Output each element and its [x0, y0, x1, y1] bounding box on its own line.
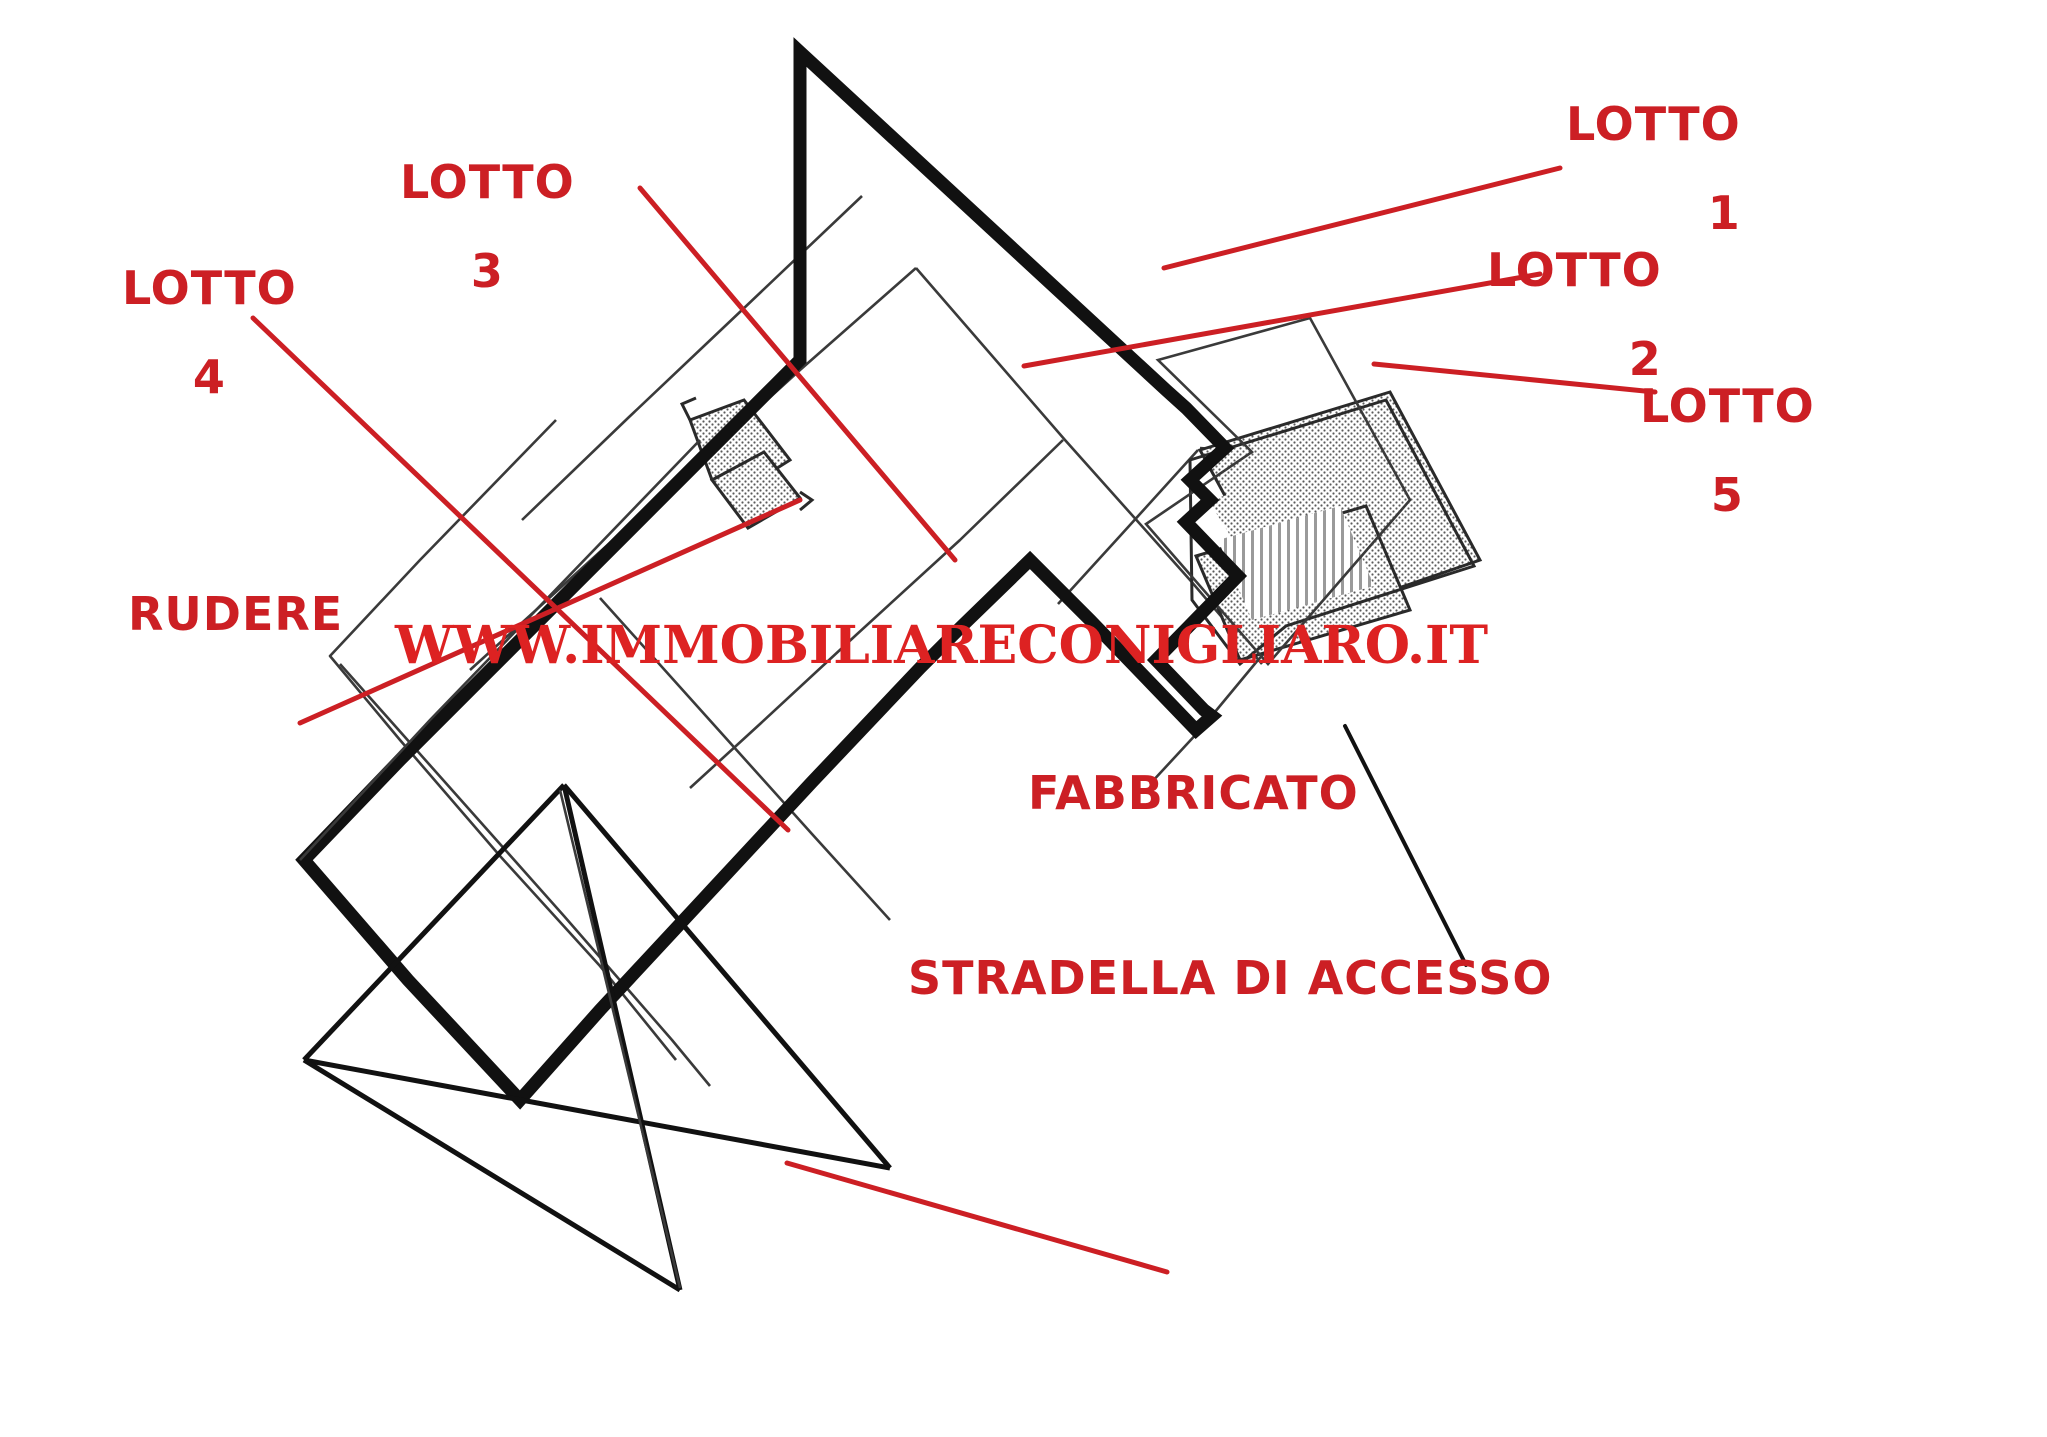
label-lotto-5-number: 5: [1710, 468, 1744, 523]
leader-line-rudere: [297, 497, 803, 726]
label-lotto-3-number: 3: [470, 244, 504, 299]
label-fabbricato-word: FABBRICATO: [1028, 765, 1359, 820]
label-stradella-word: STRADELLA DI ACCESSO: [908, 950, 1553, 1005]
label-rudere-word: RUDERE: [128, 586, 344, 641]
label-lotto-1: LOTTO 1: [1566, 66, 1741, 271]
label-rudere: RUDERE: [128, 556, 343, 671]
label-lotto-3-word: LOTTO: [400, 154, 575, 209]
leader-lines: [250, 165, 1658, 1275]
label-lotto-4-number: 4: [192, 350, 226, 405]
label-lotto-1-word: LOTTO: [1566, 96, 1741, 151]
label-fabbricato: FABBRICATO: [1028, 735, 1359, 850]
leader-line-stradella: [784, 1160, 1170, 1275]
leader-line-lotto-1: [1161, 165, 1563, 271]
label-lotto-2: LOTTO 2: [1487, 212, 1662, 417]
label-stradella-di-accesso: STRADELLA DI ACCESSO: [908, 920, 1553, 1035]
label-lotto-4-word: LOTTO: [122, 260, 297, 315]
leader-line-lotto-4: [250, 315, 791, 833]
watermark-url: WWW.IMMOBILIARECONIGLIARO.IT: [395, 615, 1489, 676]
label-lotto-4: LOTTO 4: [122, 230, 297, 435]
label-lotto-5: LOTTO 5: [1640, 348, 1815, 553]
label-lotto-1-number: 1: [1707, 186, 1741, 241]
cross-mark-lines: [302, 783, 892, 1293]
leader-line-fabbricato: [1343, 724, 1468, 967]
label-lotto-2-number: 2: [1628, 332, 1662, 387]
access-road-strip: [299, 439, 701, 1289]
label-lotto-2-word: LOTTO: [1487, 242, 1662, 297]
label-lotto-5-word: LOTTO: [1640, 378, 1815, 433]
leader-line-lotto-5: [1371, 361, 1658, 395]
leader-line-lotto-3: [637, 185, 958, 563]
parcel-outline: [295, 37, 1248, 1110]
fabbricato-structure: [1188, 390, 1483, 667]
fabbricato-enclosure: [1144, 316, 1412, 666]
label-lotto-3: LOTTO 3: [400, 124, 575, 329]
leader-line-lotto-2: [1021, 271, 1543, 369]
